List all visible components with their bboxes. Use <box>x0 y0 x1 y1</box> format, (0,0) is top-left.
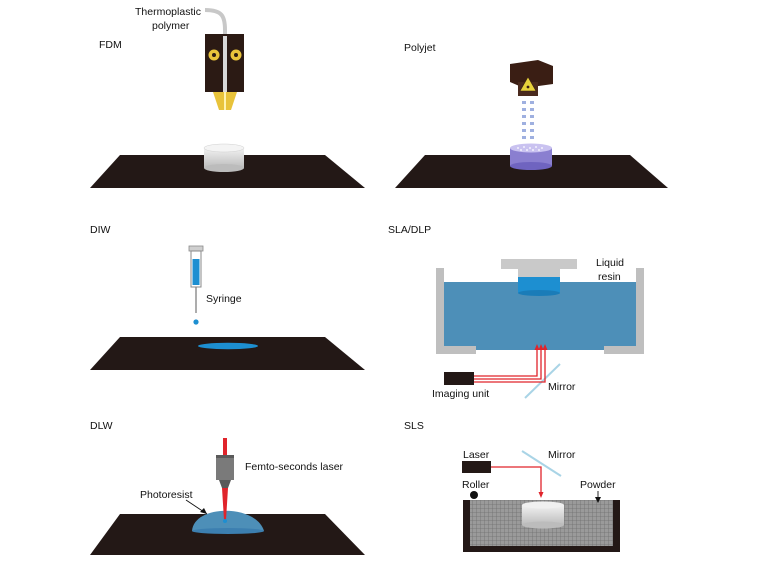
dlw-platform <box>90 514 365 555</box>
sls-mirror <box>521 450 562 477</box>
polyjet-panel: Polyjet <box>395 42 668 188</box>
sla-mirror-label: Mirror <box>548 381 576 393</box>
syringe-plunger <box>188 245 204 252</box>
ink-droplet <box>193 319 199 325</box>
sls-panel: SLS Laser Mirror Roller Powder <box>404 420 620 552</box>
sls-sintered-part <box>522 505 564 525</box>
imaging-unit-label: Imaging unit <box>432 388 489 400</box>
photoresist-label: Photoresist <box>140 489 193 501</box>
sla-printed-part <box>518 277 560 293</box>
uv-warning-icon <box>519 76 537 92</box>
sla-mirror <box>524 363 561 399</box>
fdm-title: FDM <box>99 39 122 51</box>
sls-laser-beam <box>491 466 542 492</box>
sla-panel: SLA/DLP Liquid resin Imaging unit Mirror <box>388 224 644 400</box>
sla-title: SLA/DLP <box>388 224 431 236</box>
diw-deposited-ink <box>198 342 258 350</box>
fdm-printed-part <box>204 148 244 168</box>
vat-left-wall <box>436 268 444 354</box>
filament-channel <box>223 36 227 92</box>
femto-laser-label: Femto-seconds laser <box>245 461 344 473</box>
dlw-panel: DLW Femto-seconds laser Photoresist <box>90 420 365 555</box>
sla-build-plate <box>501 259 577 269</box>
thermoplastic-label-line2: polymer <box>152 20 190 32</box>
diw-panel: DIW Syringe <box>90 224 365 370</box>
diw-title: DIW <box>90 224 111 236</box>
liquid-resin-label-line1: Liquid <box>596 257 624 269</box>
powder-label: Powder <box>580 479 616 491</box>
sls-laser-source <box>462 461 491 473</box>
diw-platform <box>90 337 365 370</box>
syringe-ink <box>192 259 200 285</box>
roller-label: Roller <box>462 479 490 491</box>
polyjet-platform <box>395 155 668 188</box>
sls-mirror-label: Mirror <box>548 449 576 461</box>
imaging-unit <box>444 372 474 385</box>
polyjet-printed-part <box>510 148 552 166</box>
polyjet-droplets <box>522 101 534 139</box>
photoresist-droplet <box>192 510 264 531</box>
polyjet-title: Polyjet <box>404 42 436 54</box>
dlw-focused-beam <box>222 488 228 520</box>
roller-icon <box>470 491 478 499</box>
dlw-title: DLW <box>90 420 113 432</box>
thermoplastic-label-line1: Thermoplastic <box>135 6 201 18</box>
sls-laser-label: Laser <box>463 449 490 461</box>
focal-spot <box>223 519 227 523</box>
liquid-resin-label-line2: resin <box>598 271 621 283</box>
sla-light-beams <box>474 348 546 383</box>
objective-lens <box>216 455 234 480</box>
polyjet-printhead <box>510 60 553 88</box>
sls-title: SLS <box>404 420 424 432</box>
filament-line <box>204 8 227 40</box>
fdm-panel: FDM Thermoplastic polymer <box>90 6 365 188</box>
vat-right-wall <box>636 268 644 354</box>
syringe-label: Syringe <box>206 293 242 305</box>
